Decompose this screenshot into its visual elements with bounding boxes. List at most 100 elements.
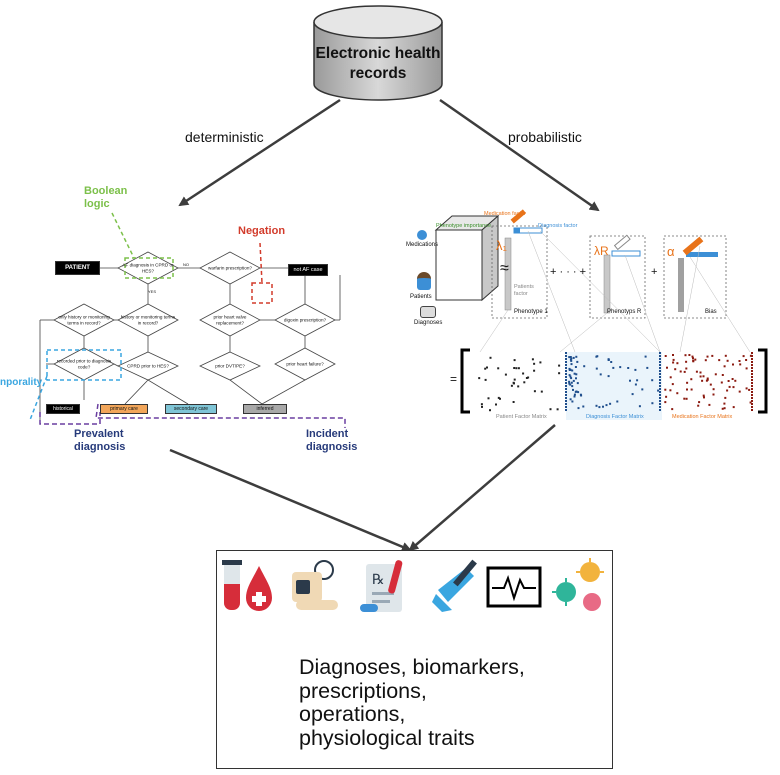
right-bracket: [758, 348, 768, 414]
matrix-entry: [478, 377, 481, 380]
matrix-entry: [525, 377, 528, 379]
digoxin-text: digoxin prescription?: [283, 317, 327, 323]
matrix-entry: [577, 391, 580, 394]
matrix-entry: [569, 356, 572, 358]
secondary-care-box: secondary care: [165, 404, 217, 414]
temporality-label: nporality: [0, 377, 43, 388]
matrix-entry: [577, 407, 580, 410]
arrow-from-probabilistic: [408, 424, 556, 552]
warfarin-text: warfarin prescription?: [208, 265, 252, 271]
matrix-entry: [664, 355, 667, 357]
matrix-entry: [539, 361, 542, 364]
matrix-entry: [724, 396, 727, 399]
matrix-entry: [487, 397, 490, 400]
matrix-entry: [669, 389, 672, 392]
matrix-entry: [723, 407, 726, 410]
matrix-entry: [517, 367, 520, 370]
matrix-entry: [671, 383, 674, 386]
matrix-entry: [612, 366, 615, 369]
matrix-entry: [695, 370, 698, 373]
surgery-icon: [432, 559, 477, 612]
dvt-pe-text: prior DVT/PE?: [215, 363, 245, 369]
matrix-entry: [517, 385, 520, 388]
outputs-line-1: Diagnoses, biomarkers,: [299, 655, 525, 679]
matrix-entry: [672, 358, 675, 361]
matrix-entry: [573, 393, 576, 396]
matrix-entry: [651, 402, 654, 405]
matrix-entry: [484, 367, 487, 370]
matrix-entry: [688, 354, 691, 356]
patients-factor-label: Patients factor: [514, 284, 534, 297]
matrix-entry: [574, 390, 577, 393]
matrix-entry: [690, 388, 693, 391]
matrix-entry: [572, 388, 574, 391]
matrix-entry: [570, 363, 573, 366]
matrix-entry: [683, 397, 686, 400]
matrix-entry: [489, 409, 491, 412]
matrix-entry: [582, 405, 585, 408]
diagnosis-factor-label: Diagnosis factor: [538, 223, 578, 229]
matrix-entry: [571, 369, 574, 372]
matrix-entry: [641, 388, 644, 391]
matrix-entry: [664, 388, 667, 391]
matrix-entry: [568, 380, 571, 383]
matrix-entry: [690, 378, 693, 381]
matrix-entry: [692, 357, 694, 360]
matrix-entry: [706, 355, 709, 358]
matrix-entry: [684, 354, 687, 357]
matrix-entry: [704, 359, 707, 362]
output-icons: ℞: [222, 558, 604, 612]
matrix-entry: [523, 381, 526, 384]
matrix-entry: [598, 406, 601, 409]
matrix-entry: [672, 354, 674, 356]
matrix-entry: [568, 374, 571, 377]
matrix-entry: [556, 408, 559, 411]
matrix-entry: [732, 363, 734, 366]
outputs-box: [216, 550, 613, 769]
matrix-entry: [573, 372, 576, 375]
matrix-entry: [676, 392, 679, 395]
heart-failure-text: prior heart failure?: [286, 361, 324, 367]
tensor-cube: [434, 214, 500, 302]
matrix-entry: [723, 402, 726, 405]
matrix-entry: [484, 378, 487, 381]
matrix-entry: [657, 389, 660, 392]
matrix-entry: [558, 364, 561, 367]
matrix-entry: [714, 373, 717, 376]
matrix-entry: [513, 359, 516, 362]
plus-sign: +: [651, 266, 658, 278]
matrix-entry: [568, 367, 571, 370]
diagnoses-label: Diagnoses: [414, 320, 443, 326]
matrix-entry: [486, 366, 488, 369]
matrix-entry: [692, 359, 695, 362]
diagnosis-matrix-label: Diagnosis Factor Matrix: [586, 414, 644, 420]
recorded-prior-text: recorded prior to diagnosis code?: [56, 358, 112, 370]
matrix-entry: [572, 356, 575, 359]
matrix-entry: [708, 403, 711, 406]
matrix-entry: [674, 368, 677, 371]
matrix-entry: [732, 386, 735, 389]
yes-label: YES: [148, 289, 157, 294]
matrix-entry: [512, 401, 515, 403]
matrix-entry: [679, 370, 682, 373]
matrix-entry: [646, 366, 649, 369]
matrix-entry: [666, 366, 668, 369]
ehr-cylinder: [313, 5, 443, 101]
matrix-entry: [619, 366, 622, 369]
boolean-highlight: [124, 257, 174, 279]
matrix-entry: [549, 408, 552, 411]
matrix-entry: [669, 376, 672, 379]
matrix-entry: [697, 404, 700, 407]
outputs-line-4: physiological traits: [299, 725, 475, 750]
sum-dots: + · · · +: [550, 266, 587, 278]
diagnosis-matrix-bg: [566, 352, 662, 420]
blood-pressure-icon: [292, 560, 338, 610]
matrix-entry: [732, 406, 735, 409]
matrix-entry: [701, 379, 704, 382]
matrix-entry: [616, 400, 619, 403]
matrix-entry: [712, 393, 715, 396]
matrix-entry: [636, 379, 639, 382]
matrix-entry: [686, 388, 688, 391]
